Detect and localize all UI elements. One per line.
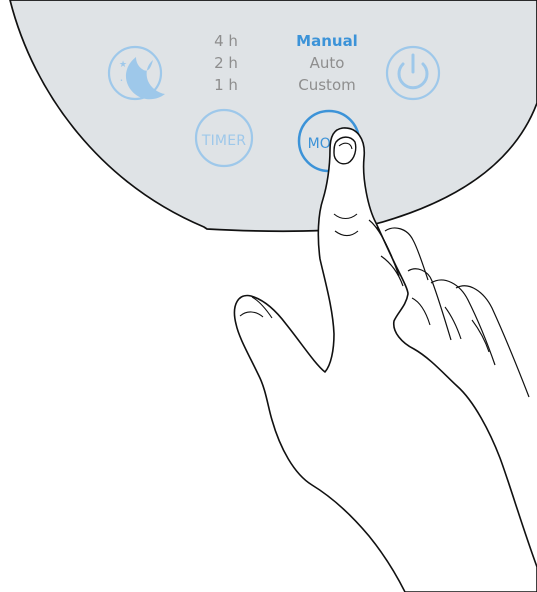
mode-option-manual[interactable]: Manual	[296, 32, 358, 50]
timer-option-2h[interactable]: 2 h	[214, 54, 238, 72]
svg-text:•: •	[120, 78, 123, 84]
timer-button-label: TIMER	[201, 133, 246, 149]
svg-text:★: ★	[126, 77, 134, 87]
svg-text:★: ★	[119, 60, 127, 70]
timer-option-1h[interactable]: 1 h	[214, 76, 238, 94]
timer-options: 4 h 2 h 1 h	[214, 32, 238, 94]
mode-option-custom[interactable]: Custom	[298, 76, 355, 94]
timer-option-4h[interactable]: 4 h	[214, 32, 238, 50]
mode-option-auto[interactable]: Auto	[310, 54, 345, 72]
control-panel	[10, 0, 537, 231]
